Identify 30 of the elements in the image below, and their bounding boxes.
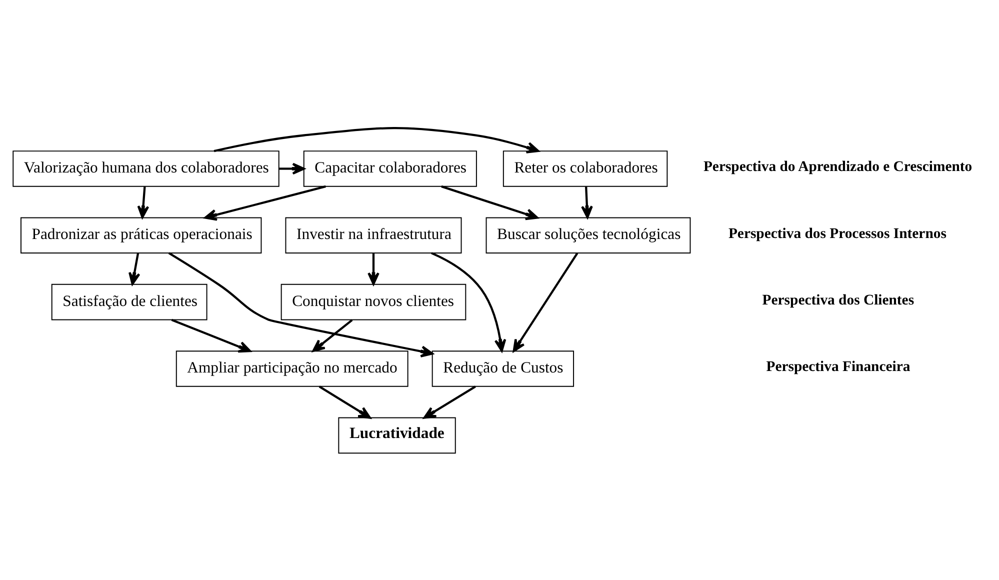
arrow	[137, 186, 150, 218]
arrow	[368, 252, 380, 285]
arrow	[423, 385, 476, 418]
node-box: Conquistar novos clientes	[280, 283, 466, 320]
arrow	[581, 186, 593, 218]
arrow	[318, 385, 371, 418]
arrow	[128, 252, 140, 285]
arrow	[431, 252, 506, 352]
node-box: Capacitar colaboradores	[303, 150, 477, 186]
node-box: Reter os colaboradores	[502, 150, 668, 186]
node-box: Ampliar participação no mercado	[176, 350, 408, 386]
arrow	[441, 184, 538, 220]
node-box: Valorização humana dos colaboradores	[12, 150, 280, 186]
arrow	[214, 126, 540, 153]
label: Perspectiva dos Processos Internos	[728, 225, 946, 242]
label: Perspectiva Financeira	[766, 358, 910, 375]
arrow	[204, 184, 326, 220]
label: Perspectiva dos Clientes	[762, 292, 914, 308]
arrow	[171, 318, 252, 352]
node-box: Redução de Custos	[432, 350, 574, 386]
node-box: Lucratividade	[338, 416, 456, 454]
arrow	[279, 162, 305, 174]
node-box: Investir na infraestrutura	[285, 216, 462, 254]
node-box: Satisfação de clientes	[51, 283, 208, 320]
label: Perspectiva do Aprendizado e Crescimento	[703, 158, 972, 175]
node-box: Padronizar as práticas operacionais	[20, 216, 262, 254]
arrow	[312, 318, 353, 352]
node-box: Buscar soluções tecnológicas	[486, 216, 691, 254]
arrow	[512, 252, 578, 352]
arrow	[168, 252, 434, 357]
